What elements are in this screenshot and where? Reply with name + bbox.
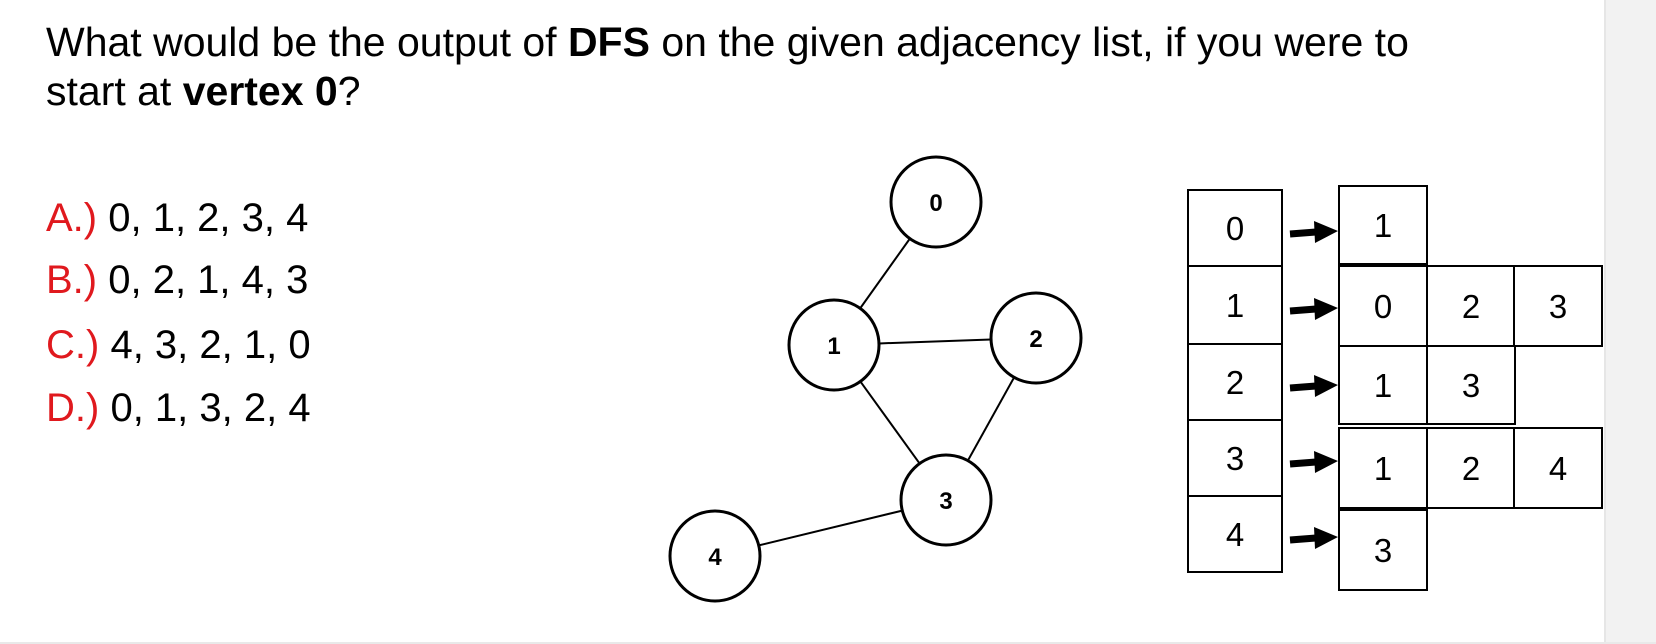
option-a[interactable]: A.) 0, 1, 2, 3, 4 xyxy=(46,196,308,240)
node-4-label: 4 xyxy=(708,544,722,571)
option-c-letter: C.) xyxy=(46,323,100,367)
node-2 xyxy=(989,291,1083,385)
question-part-1: What would be the output of xyxy=(46,19,568,65)
edge-2-3 xyxy=(966,376,1016,462)
arrow-shaft-3 xyxy=(1289,458,1317,468)
arrow-head-3 xyxy=(1314,451,1338,473)
vertex-cell-4 xyxy=(1187,495,1283,573)
node-1 xyxy=(787,298,881,392)
neighbor-cell-3-2-label: 4 xyxy=(1549,450,1567,487)
neighbor-cell-0-0-label: 1 xyxy=(1374,207,1392,244)
node-0 xyxy=(889,155,983,249)
question-part-3: ? xyxy=(337,68,361,114)
question-bold-dfs: DFS xyxy=(567,19,650,65)
option-d-text: 0, 1, 3, 2, 4 xyxy=(99,386,311,430)
adjacency-list: 0 1 1 0 2 3 2 1 3 3 1 2 4 4 3 xyxy=(1187,185,1603,591)
neighbor-cell-2-1 xyxy=(1426,345,1516,425)
option-c-text: 4, 3, 2, 1, 0 xyxy=(99,323,311,367)
right-gutter xyxy=(1606,0,1656,644)
neighbor-cell-1-0-label: 0 xyxy=(1374,288,1392,325)
node-4 xyxy=(668,509,762,603)
neighbor-cell-0-0 xyxy=(1338,185,1428,265)
vertex-cell-4-label: 4 xyxy=(1226,516,1244,553)
vertex-cell-2-label: 2 xyxy=(1226,364,1244,401)
vertex-cell-3-label: 3 xyxy=(1226,440,1244,477)
edge-0-1 xyxy=(859,238,911,309)
question-text: What would be the output of DFS on the g… xyxy=(46,18,1466,116)
node-3-label: 3 xyxy=(939,488,952,515)
arrow-head-1 xyxy=(1314,298,1338,320)
neighbor-cell-4-0-label: 3 xyxy=(1374,532,1392,569)
neighbor-cell-2-0-label: 1 xyxy=(1374,367,1392,404)
neighbor-cell-1-2 xyxy=(1513,265,1603,347)
option-b-letter: B.) xyxy=(46,258,98,302)
bottom-gutter xyxy=(0,642,1656,644)
neighbor-cell-2-1-label: 3 xyxy=(1462,367,1480,404)
option-d[interactable]: D.) 0, 1, 3, 2, 4 xyxy=(46,386,311,430)
option-c[interactable]: C.) 4, 3, 2, 1, 0 xyxy=(46,323,311,367)
arrow-shaft-2 xyxy=(1289,382,1317,392)
option-d-letter: D.) xyxy=(46,386,100,430)
question-part-2: on the given adjacency list, if you were… xyxy=(46,19,1409,114)
option-a-text: 0, 1, 2, 3, 4 xyxy=(97,196,309,240)
neighbor-cell-1-2-label: 3 xyxy=(1549,288,1567,325)
node-0-label: 0 xyxy=(929,190,942,217)
node-1-label: 1 xyxy=(827,333,840,360)
arrow-head-4 xyxy=(1314,527,1338,549)
edge-1-3 xyxy=(859,380,921,465)
option-b[interactable]: B.) 0, 2, 1, 4, 3 xyxy=(46,258,308,302)
vertex-cell-2 xyxy=(1187,343,1283,421)
option-b-text: 0, 2, 1, 4, 3 xyxy=(97,258,309,302)
node-3 xyxy=(899,453,993,547)
question-bold-vertex: vertex 0 xyxy=(182,68,338,114)
arrow-shaft-0 xyxy=(1289,228,1317,238)
vertex-cell-3 xyxy=(1187,419,1283,497)
neighbor-cell-1-1 xyxy=(1426,265,1516,347)
neighbor-cell-3-0 xyxy=(1338,427,1428,509)
neighbor-cell-1-1-label: 2 xyxy=(1462,288,1480,325)
graph: 0 1 2 3 4 xyxy=(668,155,1083,603)
arrow-head-0 xyxy=(1314,221,1338,243)
node-2-label: 2 xyxy=(1029,326,1042,353)
vertex-cell-1 xyxy=(1187,265,1283,345)
arrow-head-2 xyxy=(1314,375,1338,397)
neighbor-cell-3-1-label: 2 xyxy=(1462,450,1480,487)
neighbor-cell-1-0 xyxy=(1338,265,1428,347)
vertex-cell-0 xyxy=(1187,189,1283,267)
vertex-cell-1-label: 1 xyxy=(1226,287,1244,324)
edge-3-4 xyxy=(758,509,903,547)
edge-1-2 xyxy=(878,338,992,345)
neighbor-cell-4-0 xyxy=(1338,509,1428,591)
arrow-shaft-1 xyxy=(1289,305,1317,315)
option-a-letter: A.) xyxy=(46,196,98,240)
neighbor-cell-3-2 xyxy=(1513,427,1603,509)
vertex-cell-0-label: 0 xyxy=(1226,210,1244,247)
arrow-shaft-4 xyxy=(1289,534,1317,544)
neighbor-cell-3-0-label: 1 xyxy=(1374,450,1392,487)
